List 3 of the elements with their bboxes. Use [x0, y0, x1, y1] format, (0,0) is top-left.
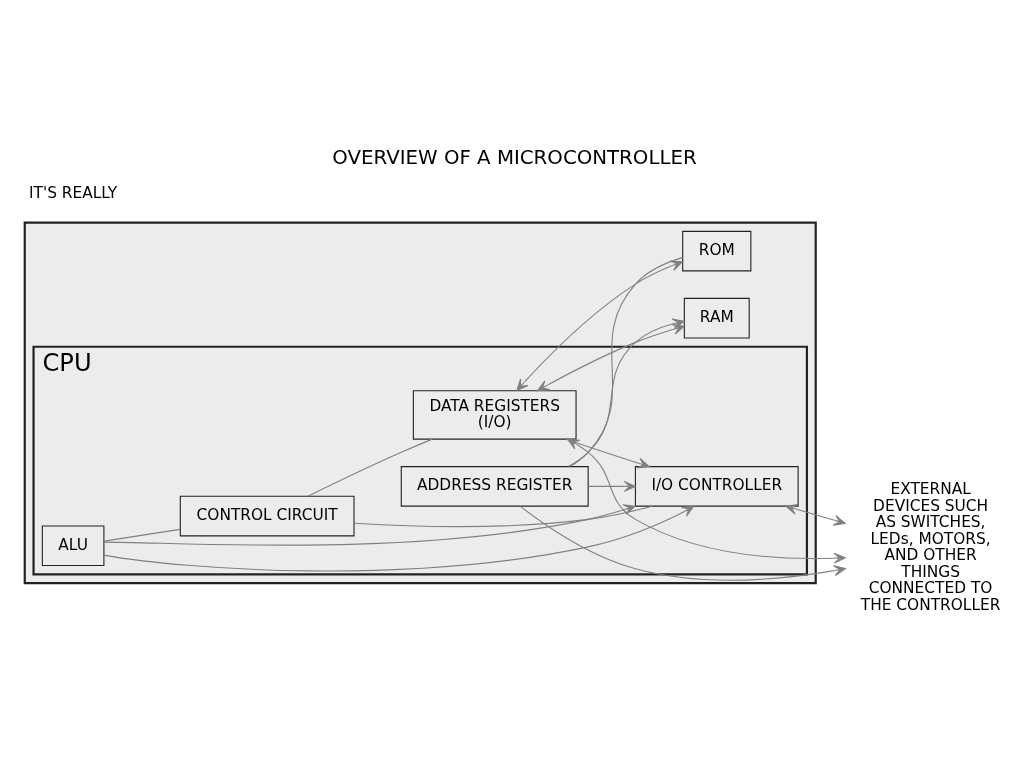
diagram-title: OVERVIEW OF A MICROCONTROLLER — [332, 145, 697, 169]
node-text: EXTERNAL DEVICES SUCH AS SWITCHES, LEDs, MOTORS, AND OTHER THINGS CONNECTED TO THE CONTROLLER — [860, 479, 1001, 614]
label: IT'S REALLY — [29, 183, 118, 202]
